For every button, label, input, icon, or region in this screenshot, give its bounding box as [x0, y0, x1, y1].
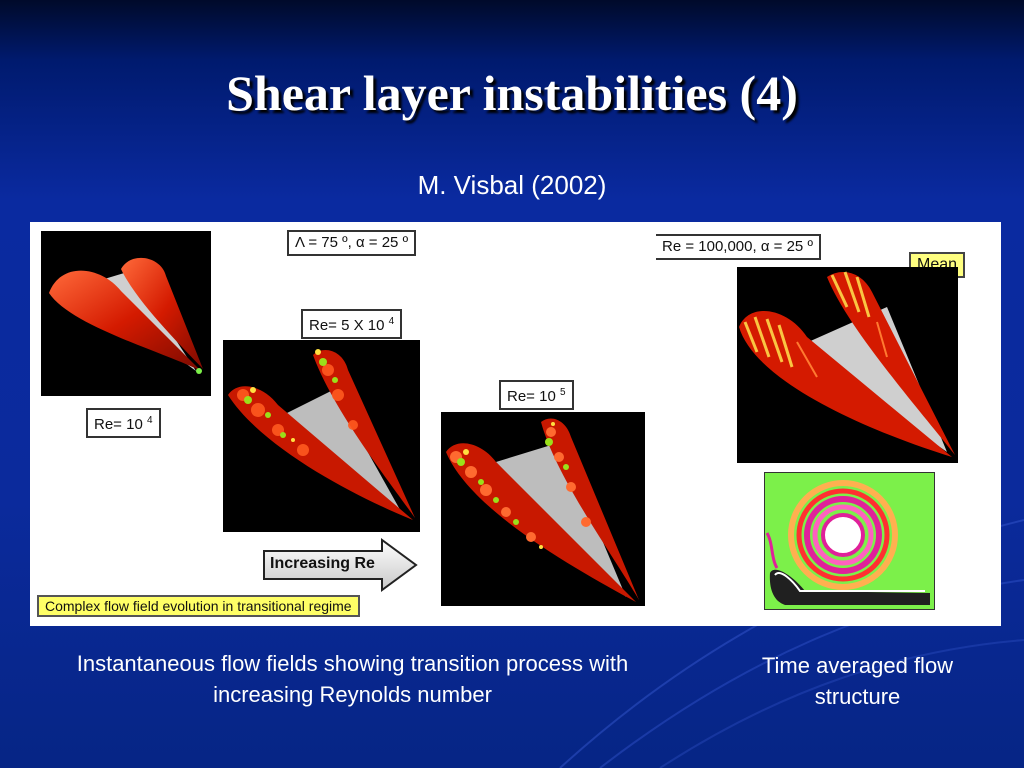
re-low-exponent: 4	[146, 415, 153, 426]
parameter-label: Λ = 75 º, α = 25 º	[287, 230, 417, 256]
flow-evolution-note: Complex flow field evolution in transiti…	[37, 595, 360, 617]
caption-time-averaged: Time averaged flow structure	[761, 653, 954, 709]
flow-image-re-high	[441, 412, 645, 606]
flow-image-re-low	[41, 231, 211, 396]
figure-panel: Re= 10 4 Λ = 75 º, α = 25 º Re= 5 X 10 4	[30, 222, 1001, 626]
increasing-re-arrow	[263, 538, 418, 592]
re-mid-text: Re= 5 X 10	[309, 317, 385, 334]
mean-flow-image	[737, 267, 958, 463]
re-low-label: Re= 10 4	[86, 408, 161, 438]
mean-contour-image	[764, 472, 935, 610]
re-mid-exponent: 4	[388, 316, 395, 327]
re-high-exponent: 5	[559, 387, 566, 398]
slide-title: Shear layer instabilities (4)	[226, 65, 798, 121]
slide-subtitle: M. Visbal (2002)	[417, 170, 607, 200]
right-re-label: Re = 100,000, α = 25 º	[656, 234, 821, 260]
re-mid-label: Re= 5 X 10 4	[301, 309, 403, 339]
flow-image-re-mid	[223, 340, 420, 532]
increasing-re-label: Increasing Re	[270, 555, 375, 572]
re-high-text: Re= 10	[507, 388, 556, 405]
re-high-label: Re= 10 5	[499, 380, 574, 410]
caption-instantaneous: Instantaneous flow fields showing transi…	[76, 651, 629, 707]
re-low-text: Re= 10	[94, 416, 143, 433]
